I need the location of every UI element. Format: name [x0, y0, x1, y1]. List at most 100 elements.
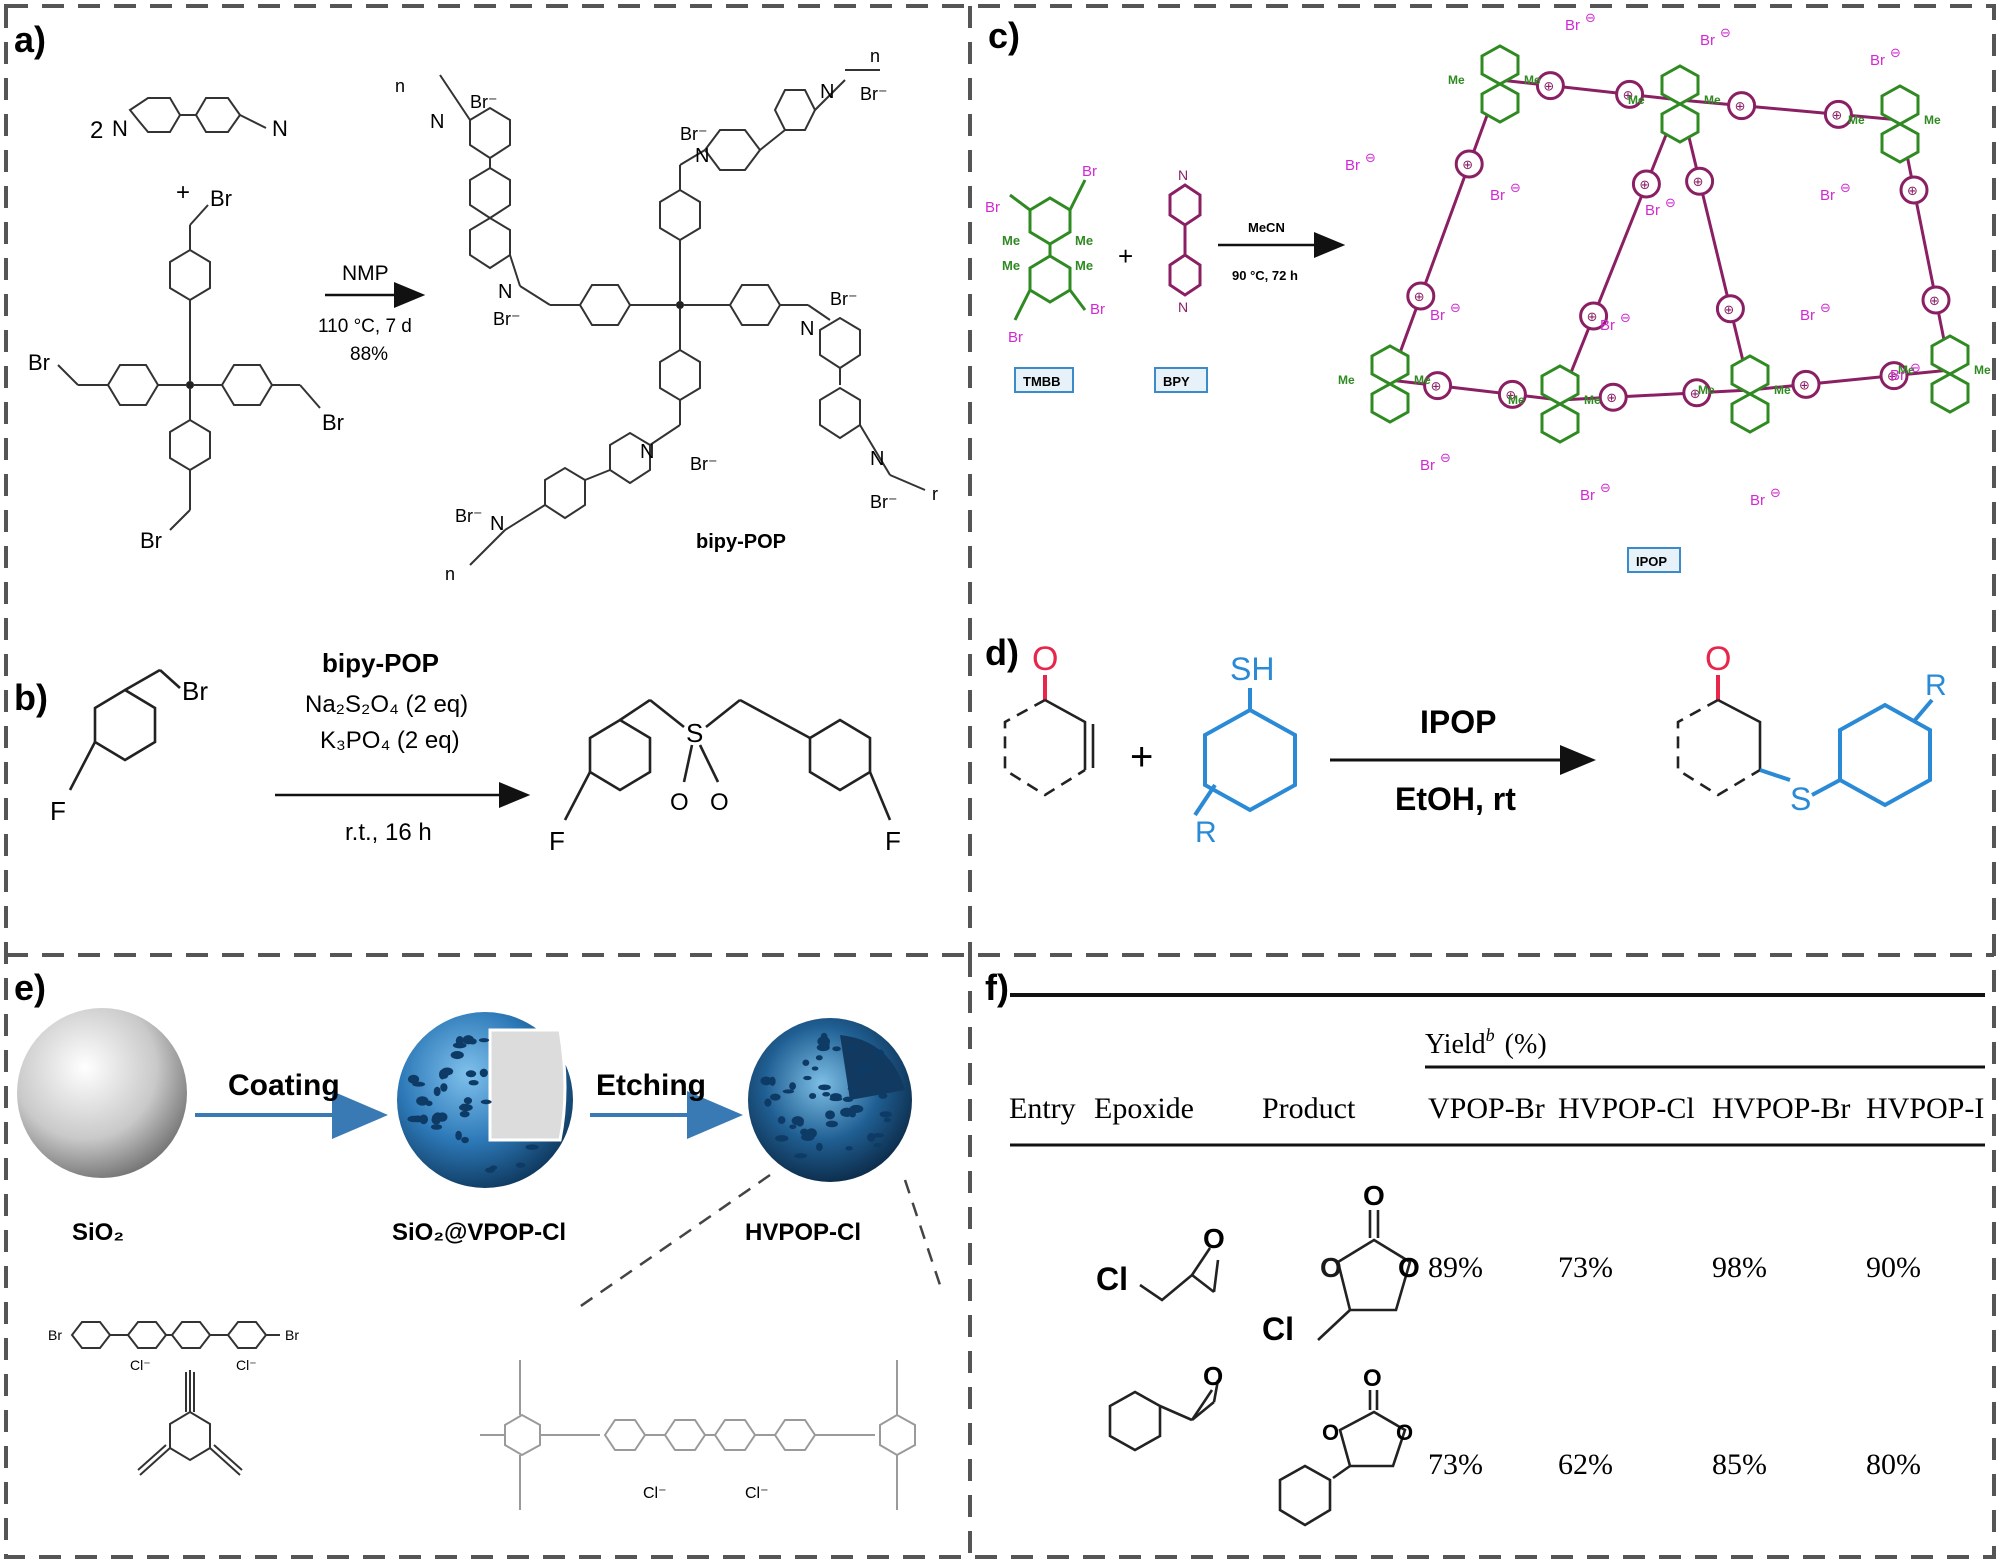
label-tmbb: TMBB — [1023, 374, 1061, 389]
svg-text:⊖: ⊖ — [1585, 11, 1596, 26]
col-vpop-br: VPOP-Br — [1428, 1092, 1545, 1125]
bromide-counterion: Br⊖ — [1430, 301, 1461, 324]
bromide-counterion: Br⊖ — [1645, 196, 1676, 219]
viologen-cl-1: Cl⁻ — [130, 1357, 151, 1373]
pore — [433, 1086, 441, 1097]
pore — [796, 1118, 804, 1127]
svg-text:⊕: ⊕ — [1929, 294, 1940, 309]
viologen-br-left: Br — [48, 1327, 62, 1343]
svg-text:Br: Br — [1490, 187, 1505, 204]
product-bipy-pop: bipy-POP — [696, 531, 786, 553]
table-header-row: Entry Epoxide Product VPOP-Br HVPOP-Cl H… — [1009, 1092, 1984, 1125]
atom-n-lower-right: N — [870, 448, 884, 470]
svg-text:Br: Br — [1820, 187, 1835, 204]
panel-a: a) 2 N N + Br Br — [14, 19, 938, 584]
counterion-right: Br⁻ — [830, 289, 858, 309]
atom-n-lower-left: N — [490, 513, 504, 535]
atom-n-right: N — [272, 116, 288, 141]
svg-text:Br: Br — [1890, 367, 1905, 384]
tetrabromide-reagent: Br Br Br Br — [28, 186, 344, 553]
svg-text:Me: Me — [1704, 93, 1721, 107]
svg-text:⊕: ⊕ — [1543, 80, 1554, 95]
pore — [848, 1044, 857, 1053]
triethynylbenzene — [137, 1370, 243, 1476]
counterion-lower-left: Br⁻ — [455, 506, 483, 526]
counterion-top-center: Br⁻ — [680, 124, 708, 144]
svg-text:⊕: ⊕ — [1735, 100, 1746, 115]
svg-text:⊕: ⊕ — [1693, 175, 1704, 190]
yield-cell: 89% — [1428, 1251, 1483, 1284]
yield-cell: 98% — [1712, 1251, 1767, 1284]
svg-text:⊕: ⊕ — [1831, 108, 1842, 123]
product-aryl-ring — [1838, 702, 1932, 808]
svg-text:Br: Br — [1800, 307, 1815, 324]
pore — [777, 1116, 786, 1125]
reagent-k3po4: K₃PO₄ (2 eq) — [320, 727, 460, 754]
tmbb-me-4: Me — [1075, 258, 1093, 273]
pore — [450, 1051, 464, 1060]
thiol-sh: SH — [1230, 651, 1274, 687]
svg-text:⊖: ⊖ — [1600, 481, 1611, 496]
tmbb-br-1: Br — [985, 199, 1000, 216]
bpy-monomer: N N BPY — [1154, 167, 1208, 393]
pore — [815, 1055, 823, 1061]
bipyridinium-linker: ⊕⊕ — [1389, 371, 1561, 409]
bipyridinium-linker: ⊕⊕ — [1678, 99, 1752, 391]
pore — [845, 1146, 853, 1151]
atom-o-product: O — [1705, 640, 1731, 678]
pore — [407, 1115, 421, 1123]
pore — [419, 1114, 429, 1125]
conditions-d: EtOH, rt — [1395, 781, 1516, 817]
viologen-br-right: Br — [285, 1327, 299, 1343]
catalyst-ipop: IPOP — [1420, 704, 1496, 740]
svg-text:⊖: ⊖ — [1620, 311, 1631, 326]
svg-text:Me: Me — [1524, 73, 1541, 87]
pore — [440, 1083, 448, 1092]
counterion-top-right: Br⁻ — [860, 84, 888, 104]
tmbb-br-2: Br — [1082, 163, 1097, 180]
bipyridinium-linker: ⊕⊕ — [1679, 91, 1901, 129]
svg-text:Me: Me — [1924, 113, 1941, 127]
pore — [808, 1092, 817, 1100]
svg-text:Me: Me — [1974, 363, 1991, 377]
label-etching: Etching — [596, 1069, 706, 1102]
epoxide-o-1: O — [1203, 1223, 1225, 1254]
svg-text:Br: Br — [1645, 202, 1660, 219]
col-hvpop-i: HVPOP-I — [1866, 1092, 1984, 1125]
svg-text:⊖: ⊖ — [1910, 361, 1921, 376]
svg-text:⊕: ⊕ — [1887, 370, 1898, 385]
bipy-pop-structure: N Br⁻ n Br⁻ N N Br⁻ n N Br⁻ N Br⁻ N Br — [395, 46, 938, 584]
pore — [459, 1110, 470, 1118]
pore — [416, 1096, 429, 1106]
svg-text:⊖: ⊖ — [1365, 151, 1376, 166]
panel-borders — [4, 4, 1996, 1559]
pore — [455, 1036, 464, 1046]
svg-text:Br: Br — [1750, 492, 1765, 509]
pore — [825, 1120, 838, 1128]
bromide-counterion: Br⊖ — [1580, 481, 1611, 504]
reagent-count: 2 — [90, 117, 103, 144]
atom-f-b-right: F — [885, 826, 901, 856]
atom-br-right: Br — [322, 410, 344, 435]
bromide-counterion: Br⊖ — [1800, 301, 1831, 324]
bipyridinium-linker: ⊕⊕ — [1388, 79, 1502, 381]
zoom-line-left — [574, 1173, 771, 1312]
svg-text:Br: Br — [1345, 157, 1360, 174]
yield-a: 88% — [350, 344, 388, 365]
label-hvpop-cl: HVPOP-Cl — [745, 1219, 861, 1246]
epoxide-o-2: O — [1203, 1361, 1223, 1391]
repeat-r: r — [932, 484, 938, 504]
carbonate-o-right-1: O — [1398, 1252, 1420, 1283]
pore — [832, 1046, 841, 1052]
atom-br-left: Br — [28, 350, 50, 375]
yield-cell: 90% — [1866, 1251, 1921, 1284]
pore — [478, 1038, 490, 1043]
pore — [820, 1032, 828, 1043]
svg-text:Me: Me — [1414, 373, 1431, 387]
col-hvpop-br: HVPOP-Br — [1712, 1092, 1850, 1125]
pore — [408, 1074, 420, 1084]
